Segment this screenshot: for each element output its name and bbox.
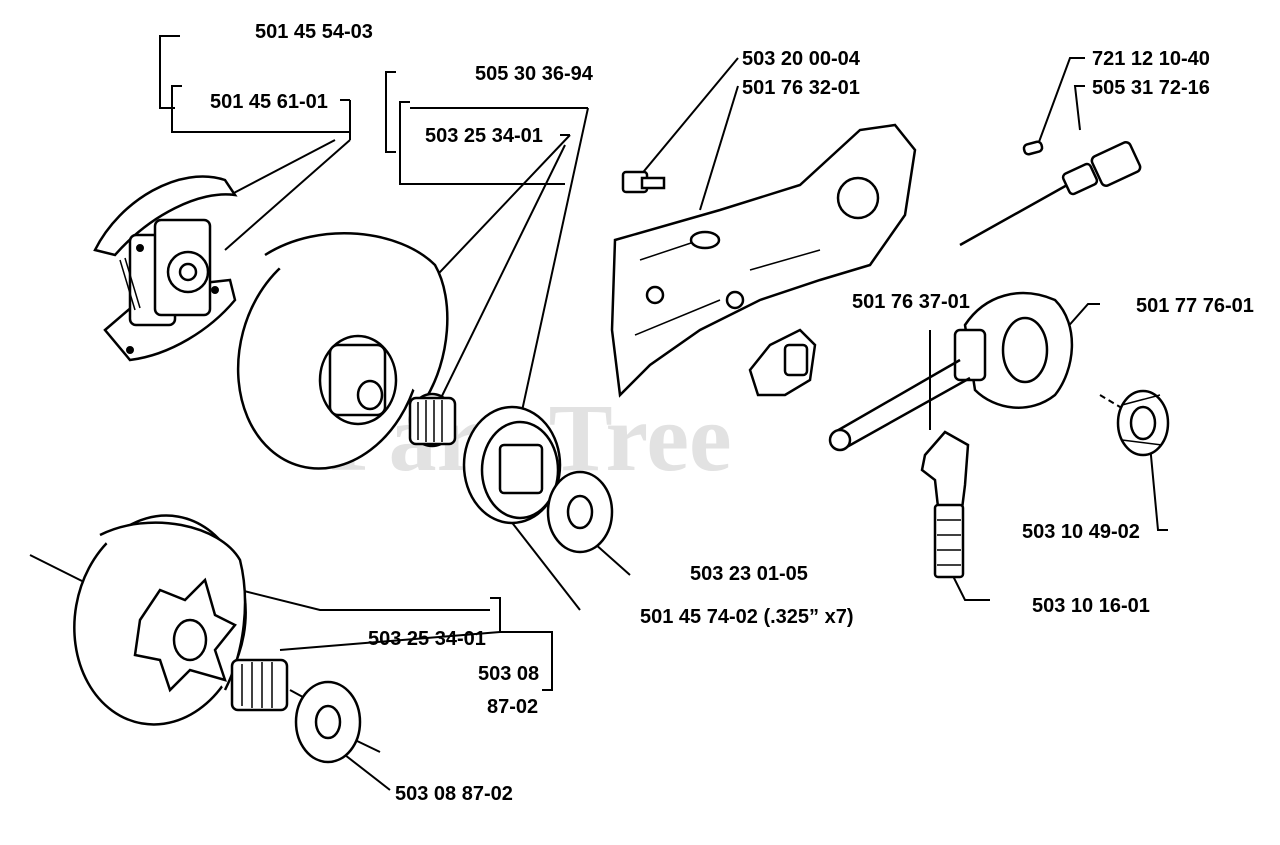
rim-sprocket	[462, 405, 562, 525]
label-501-76-32-01: 501 76 32-01	[742, 77, 860, 99]
label-501-76-37-01: 501 76 37-01	[852, 291, 970, 313]
label-501-45-61-01: 501 45 61-01	[210, 91, 328, 113]
worm-gear	[1116, 389, 1170, 457]
washer-lower	[294, 680, 362, 764]
label-87-02: 87-02	[487, 696, 538, 718]
elbow-fitting	[920, 430, 970, 579]
part-labels: 501 45 54-03 501 45 61-01 505 30 36-94 5…	[210, 21, 1254, 805]
oil-pump-assembly	[828, 291, 1074, 452]
label-501-45-74-02: 501 45 74-02 (.325” x7)	[640, 606, 854, 628]
label-503-10-49-02: 503 10 49-02	[1022, 521, 1140, 543]
washer-upper	[546, 470, 614, 554]
label-503-08: 503 08	[478, 663, 539, 685]
label-503-08-87-02: 503 08 87-02	[395, 783, 513, 805]
label-503-20-00-04: 503 20 00-04	[742, 48, 861, 70]
label-503-25-34-01-top: 503 25 34-01	[425, 125, 543, 147]
needle-bearing-upper	[408, 392, 457, 448]
clutch-drum-upper	[236, 231, 449, 470]
label-501-77-76-01: 501 77 76-01	[1136, 295, 1254, 317]
guide-plate	[610, 123, 917, 398]
small-bracket	[748, 328, 817, 397]
pump-plunger	[959, 140, 1142, 247]
clutch-drum-lower	[73, 514, 247, 726]
needle-bearing-lower	[230, 658, 289, 712]
label-503-10-16-01: 503 10 16-01	[1032, 595, 1150, 617]
label-505-31-72-16: 505 31 72-16	[1092, 77, 1210, 99]
bolt	[621, 170, 666, 194]
label-505-30-36-94: 505 30 36-94	[475, 63, 594, 85]
leader-lines	[29, 35, 1168, 791]
label-721-12-10-40: 721 12 10-40	[1092, 48, 1210, 70]
label-501-45-54-03: 501 45 54-03	[255, 21, 373, 43]
label-503-23-01-05: 503 23 01-05	[690, 563, 808, 585]
clutch-assembly	[93, 175, 238, 362]
label-503-25-34-01-bottom: 503 25 34-01	[368, 628, 486, 650]
